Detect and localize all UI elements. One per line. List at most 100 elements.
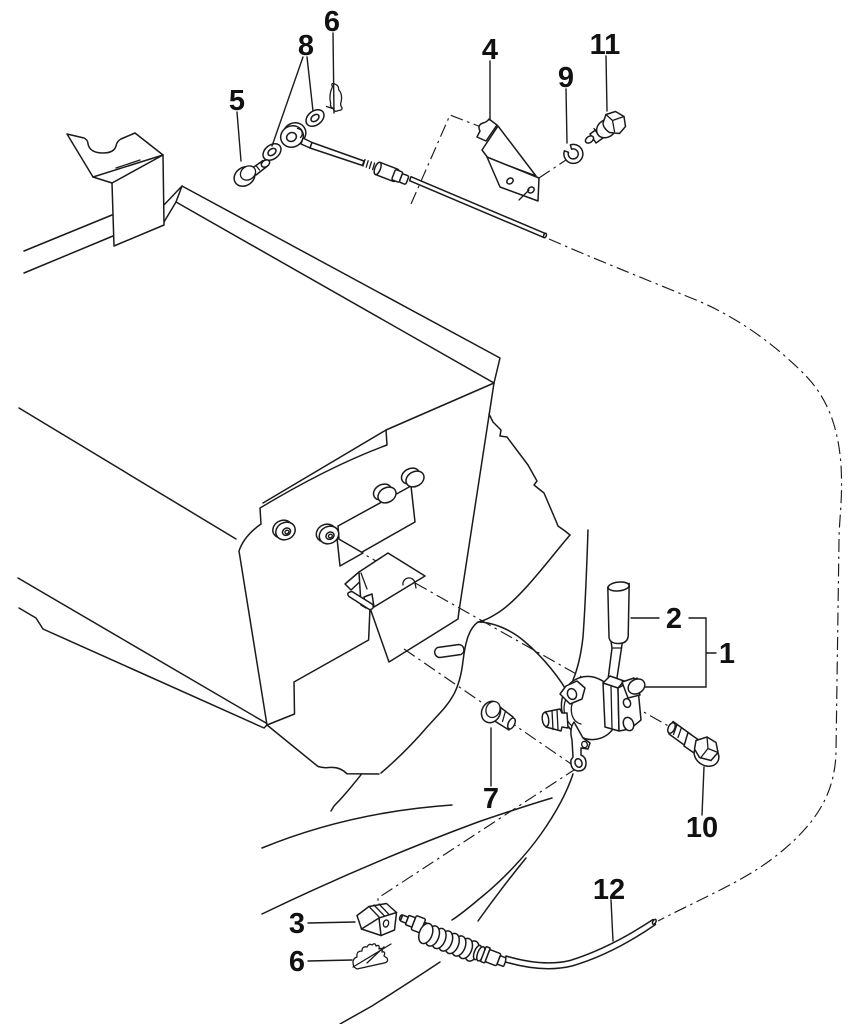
bolt-7-ellipse-5 <box>485 700 501 719</box>
leader-6b <box>307 959 353 962</box>
fuel-cock-assembly <box>541 581 646 772</box>
part-label-1: 1 <box>719 638 735 670</box>
clip-6-bottom-path-2 <box>352 943 392 968</box>
machine-body-path-16 <box>339 961 441 1024</box>
part-label-2: 2 <box>666 603 682 635</box>
centerline-rod-bracket4 <box>410 114 482 205</box>
centerline-bracket4-ring9 <box>538 159 567 179</box>
machine-body-path-4 <box>17 577 267 724</box>
machine-outline-centerline <box>548 238 843 922</box>
throttle-rod-ellipse-9 <box>373 161 382 176</box>
g-detail-168 <box>479 946 508 968</box>
machine-body-path-9 <box>330 774 362 812</box>
part-label-8: 8 <box>298 30 314 62</box>
bracket-4-path-6 <box>518 189 530 201</box>
machine-body-path-6 <box>458 382 495 612</box>
bolt-5-ellipse-5 <box>239 165 257 181</box>
part-label-3: 3 <box>289 908 305 940</box>
leader-3 <box>307 921 356 924</box>
part-label-6-top: 6 <box>324 6 340 38</box>
bolt-10-path-7 <box>699 736 719 759</box>
grommet-washers <box>272 519 340 545</box>
machine-body-path-8 <box>266 724 380 775</box>
fuel-cock-assembly-ellipse-21 <box>627 678 646 695</box>
clamp-3-path-2 <box>368 903 390 919</box>
machine-body-path-11 <box>572 529 589 681</box>
snap-ring-9 <box>563 143 584 165</box>
bolt-5 <box>233 159 271 187</box>
throttle-rod-path-7 <box>362 158 376 171</box>
mount-knobs <box>372 467 425 504</box>
throttle-rod-ellipse-13 <box>542 232 548 239</box>
part-label-9: 9 <box>558 62 574 94</box>
grommet-washers-ellipse-4 <box>284 529 290 535</box>
bracket-4-ellipse-5 <box>527 186 535 194</box>
bolt-10-ellipse-3 <box>667 721 676 735</box>
washers-8-ellipse-4 <box>310 113 320 123</box>
frame-rail-path-1 <box>23 185 501 384</box>
fuel-cock-assembly-ellipse-18 <box>622 697 632 709</box>
fuel-cock-assembly-ellipse-9 <box>541 711 550 728</box>
bolt-7-ellipse-3 <box>506 717 517 730</box>
part-label-10: 10 <box>686 812 718 844</box>
clip-6-top-path-1 <box>325 105 335 110</box>
rail-clamp-bracket-path-3 <box>115 159 141 169</box>
washers-8 <box>262 108 325 162</box>
frame-rail-path-3 <box>23 201 495 384</box>
bracket-4 <box>476 118 540 202</box>
frame-rail-path-2 <box>175 185 183 203</box>
bracket-4-path-1 <box>476 118 498 142</box>
rail-clamp-bracket-path-2 <box>92 176 113 184</box>
leader-5 <box>236 111 242 162</box>
bolt-5-ellipse-3 <box>260 159 271 168</box>
machine-body-path-12 <box>451 773 574 921</box>
throttle-rod <box>279 122 548 239</box>
machine-body-path-15 <box>477 857 527 922</box>
fuel-cock-assembly-ellipse-19 <box>622 716 635 732</box>
throttle-cable-12 <box>398 914 657 970</box>
snap-ring-9-path-1 <box>563 143 584 165</box>
centerline-cock-clamp3 <box>377 767 578 909</box>
path-detail-2 <box>548 238 843 922</box>
part-label-4: 4 <box>482 34 498 66</box>
bolt-11 <box>584 110 627 144</box>
cable-clip-bracket <box>344 552 426 611</box>
bracket-4-ellipse-4 <box>506 177 514 185</box>
machine-body-path-3 <box>18 407 237 540</box>
cable-clip-bracket-path-5 <box>347 590 375 611</box>
cable-clip-bracket-path-4 <box>360 572 368 590</box>
bolt-11-ellipse-3 <box>584 135 595 144</box>
clip-6-bottom-path-1 <box>352 943 389 970</box>
mount-plate-path-2 <box>336 537 364 567</box>
bolt-7 <box>480 700 517 731</box>
path-detail-24 <box>380 534 571 774</box>
lever-grip <box>607 582 630 645</box>
machine-body-path-2 <box>262 429 387 504</box>
callouts: 5 8 6 4 9 11 2 1 7 10 12 3 6 <box>229 6 735 978</box>
fuel-cock-assembly-path-16 <box>610 684 613 730</box>
throttle-rod-rect-11 <box>398 173 410 185</box>
cable-clip-bracket-path-2 <box>358 552 426 609</box>
g-detail-68 <box>373 161 410 185</box>
clamp-3-ellipse-4 <box>382 919 390 928</box>
washers-8-ellipse-2 <box>267 147 277 157</box>
machine-body-path-13 <box>261 804 453 849</box>
mount-knobs-ellipse-4 <box>405 470 425 488</box>
fuel-cock-assembly-path-11 <box>570 721 591 772</box>
machine-body-path-5 <box>18 607 268 729</box>
part-label-7: 7 <box>483 783 499 815</box>
machine-body-path-1 <box>238 382 495 726</box>
clip-6-top <box>325 82 343 112</box>
throttle-cable-12-ellipse-13 <box>417 922 434 945</box>
throttle-rod-path-6 <box>309 141 365 167</box>
throttle-cable-12-ellipse-20 <box>651 918 657 926</box>
leader-9 <box>565 88 568 144</box>
part-label-6-bottom: 6 <box>289 946 305 978</box>
clip-6-bottom <box>352 943 392 970</box>
part-label-11: 11 <box>590 29 621 61</box>
leader-6a <box>332 32 335 114</box>
throttle-rod-path-4 <box>296 127 303 139</box>
part-label-5: 5 <box>229 85 245 117</box>
